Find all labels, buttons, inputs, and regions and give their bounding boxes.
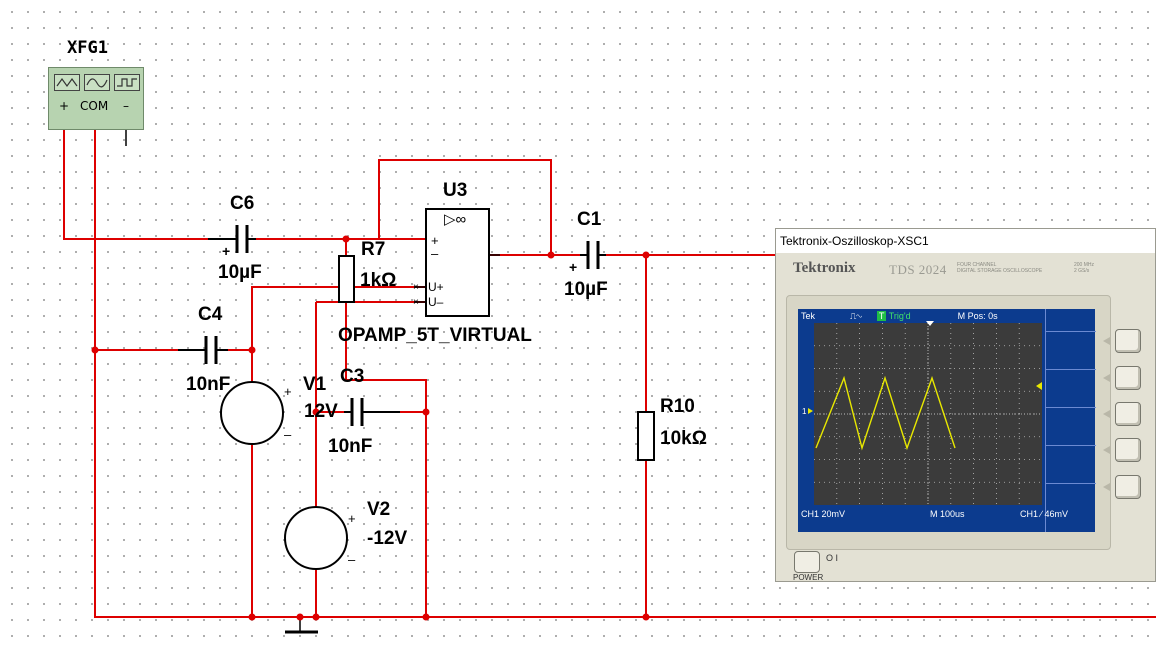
oscilloscope-spec-2: 2 GS/s [1074,268,1090,274]
oscilloscope-subtitle: FOUR CHANNEL DIGITAL STORAGE OSCILLOSCOP… [957,262,1042,274]
tek-label: Tek [801,311,816,321]
u3-plus-pin: + [431,233,439,248]
power-button[interactable] [794,551,820,573]
trigger-box: T [876,311,887,321]
oscilloscope-window-title[interactable]: Tektronix-Oszilloskop-XSC1 [776,229,1155,253]
r10-value: 10kΩ [660,428,707,449]
u3-up-pin: U+ [428,280,444,294]
square-wave-icon[interactable] [114,74,140,91]
timebase: M 100us [930,509,965,519]
oscilloscope-subtitle-2: DIGITAL STORAGE OSCILLOSCOPE [957,268,1043,274]
trigger-status: Trig'd [888,311,911,321]
c4-value: 10nF [186,374,231,395]
power-label: POWER [793,573,824,582]
c6-value: 10µF [218,262,262,283]
xfg-plus-label: + [59,99,70,113]
xfg-minus-label: – [123,99,129,113]
c1-value: 10µF [564,279,608,300]
c4-name: C4 [198,304,223,325]
oscilloscope-brand: Tektronix [793,260,856,276]
menu-button-4[interactable] [1115,438,1141,462]
v2-name: V2 [367,499,391,520]
r7-value: 1kΩ [360,270,397,291]
voltage-source-v2-symbol[interactable] [284,506,348,570]
xfg-title: XFG1 [67,38,108,58]
screen-menu-pane [1045,309,1096,532]
function-generator[interactable]: + COM – [48,67,144,130]
probe-compensation-label: O I [826,553,839,563]
svg-text:×: × [413,297,419,308]
oscilloscope-model: TDS 2024 [889,262,947,277]
u3-um-pin: U– [428,295,444,309]
v2-plus: + [348,511,356,526]
ch1-scale: CH1 20mV [801,509,846,519]
menu-button-1[interactable] [1115,329,1141,353]
oscilloscope-spec: 200 MHz 2 GS/s [1074,262,1094,274]
capacitor-c6-symbol[interactable] [208,225,256,253]
acquire-icon: ⎍∿ [850,311,862,321]
v2-minus: – [348,552,356,567]
screen-top-bar: Tek ⎍∿ T Trig'd M Pos: 0s [801,311,998,322]
opamp-triangle-icon: ▷∞ [444,211,467,228]
capacitor-c4-symbol[interactable] [178,336,228,364]
opamp-u3-symbol[interactable]: × × [413,208,500,317]
v1-plus: + [284,384,292,399]
capacitor-c1-symbol[interactable] [580,241,606,269]
ch1-ground-arrow-icon [808,408,813,414]
c6-plus: + [222,243,231,259]
graticule [814,323,1042,505]
v1-name: V1 [303,374,327,395]
trigger-level: CH1 ∕ 46mV [1020,509,1069,519]
u3-name: U3 [443,180,468,201]
trigger-position-icon [926,321,934,326]
v1-value: 12V [304,401,338,422]
menu-button-3[interactable] [1115,402,1141,426]
c3-name: C3 [340,366,365,387]
waveform-display [814,323,1042,505]
voltage-source-v1-symbol[interactable] [220,381,284,445]
c6-name: C6 [230,193,255,214]
svg-text:×: × [413,282,419,293]
c3-value: 10nF [328,436,373,457]
resistor-r7-symbol[interactable] [338,255,355,303]
r7-name: R7 [361,239,386,260]
sine-wave-icon[interactable] [84,74,110,91]
oscilloscope-spec-1: 200 MHz [1074,262,1095,268]
c1-plus: + [569,259,578,275]
oscilloscope-window[interactable]: Tektronix-Oszilloskop-XSC1 Tektronix TDS… [775,228,1156,582]
v1-minus: – [284,427,292,442]
resistor-r10-symbol[interactable] [637,411,655,461]
v2-value: -12V [367,528,408,549]
r10-name: R10 [660,396,695,417]
xfg-com-label: COM [80,99,109,113]
menu-button-2[interactable] [1115,366,1141,390]
menu-button-5[interactable] [1115,475,1141,499]
oscilloscope-subtitle-1: FOUR CHANNEL [957,262,997,268]
u3-minus-pin: – [431,246,439,261]
triangle-wave-icon[interactable] [54,74,80,91]
trigger-level-arrow-icon [1036,382,1042,390]
junction-dots [91,235,650,621]
ch1-marker: 1 [802,407,807,416]
u3-model: OPAMP_5T_VIRTUAL [338,325,532,346]
oscilloscope-screen[interactable]: Tek ⎍∿ T Trig'd M Pos: 0s 1 CH1 20mV M 1… [798,309,1096,532]
c1-name: C1 [577,209,602,230]
capacitor-c3-symbol[interactable] [344,398,400,426]
mpos-label: M Pos: 0s [957,311,998,321]
